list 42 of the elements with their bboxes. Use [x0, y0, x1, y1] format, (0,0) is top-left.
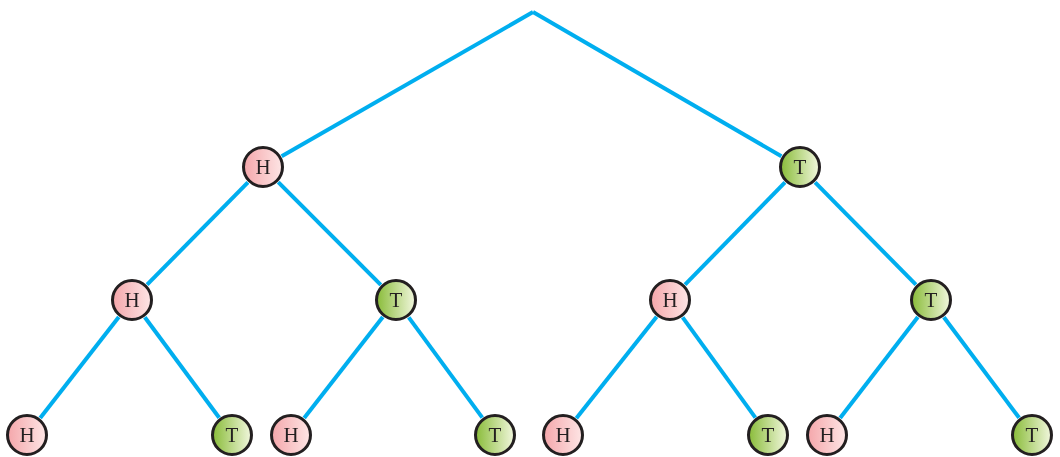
outcome-label: T	[389, 287, 403, 313]
outcome-label: H	[662, 287, 678, 313]
tree-branch	[813, 180, 918, 287]
outcome-circle	[649, 279, 691, 321]
outcome-label: H	[283, 422, 299, 448]
outcome-label: T	[761, 422, 775, 448]
tree-branch	[683, 181, 787, 286]
tree-branch	[532, 10, 783, 158]
outcome-circle	[747, 414, 789, 456]
tree-branch	[838, 315, 920, 420]
tree-branch	[681, 316, 757, 419]
outcome-circle	[211, 414, 253, 456]
outcome-label: T	[488, 422, 502, 448]
outcome-circle	[111, 279, 153, 321]
outcome-circle	[542, 414, 584, 456]
tree-branch	[276, 180, 383, 287]
outcome-label: H	[819, 422, 835, 448]
outcome-circle	[806, 414, 848, 456]
tree-branch	[143, 316, 221, 419]
outcome-circle	[6, 414, 48, 456]
tree-branch	[302, 315, 385, 420]
outcome-label: H	[255, 154, 271, 180]
tree-branch	[574, 315, 659, 420]
outcome-circle	[779, 146, 821, 188]
outcome-label: T	[1025, 422, 1039, 448]
outcome-circle	[474, 414, 516, 456]
outcome-label: T	[924, 287, 938, 313]
outcome-label: T	[225, 422, 239, 448]
outcome-label: H	[124, 287, 140, 313]
tree-branch	[38, 315, 121, 420]
tree-branch	[942, 316, 1021, 419]
outcome-label: T	[793, 154, 807, 180]
outcome-circle	[242, 146, 284, 188]
outcome-circle	[1011, 414, 1053, 456]
tree-branch	[407, 316, 484, 419]
tree-branch	[145, 180, 250, 287]
outcome-circle	[375, 279, 417, 321]
outcome-label: H	[555, 422, 571, 448]
outcome-circle	[910, 279, 952, 321]
outcome-label: H	[19, 422, 35, 448]
tree-branch	[280, 10, 534, 159]
outcome-circle	[270, 414, 312, 456]
